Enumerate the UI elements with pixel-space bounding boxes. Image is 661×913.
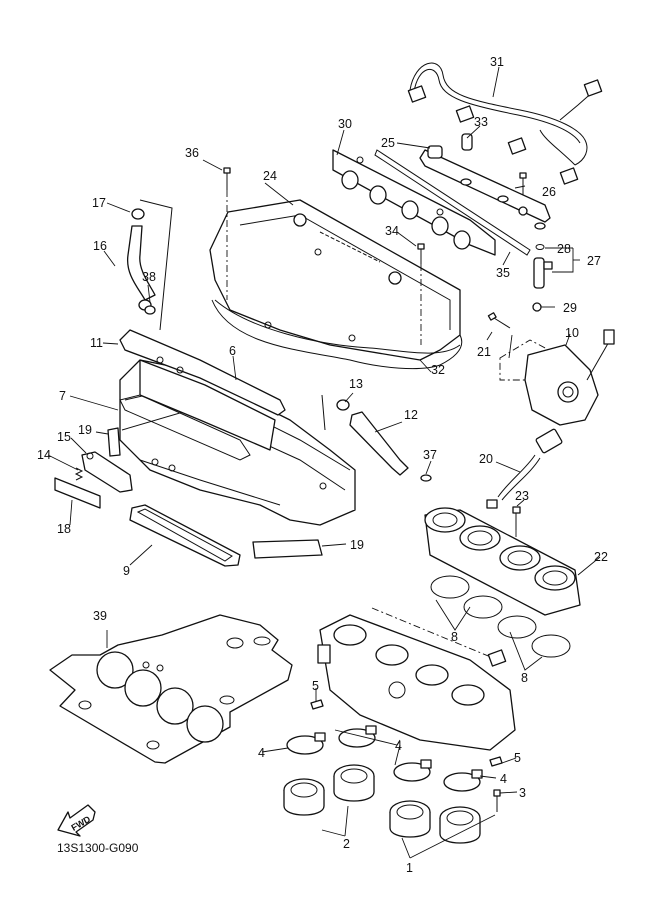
- callout-7: 7: [59, 389, 66, 403]
- callout-4: 4: [395, 739, 402, 753]
- wire-harness: [407, 62, 603, 185]
- callout-6: 6: [229, 344, 236, 358]
- callout-30: 30: [338, 117, 352, 131]
- callout-32: 32: [431, 363, 445, 377]
- callout-31: 31: [490, 55, 504, 69]
- filter-element: [129, 504, 241, 567]
- injector-holder: [332, 149, 496, 256]
- callout-8: 8: [451, 630, 458, 644]
- callout-22: 22: [594, 550, 608, 564]
- joint-bolt-3: [493, 789, 501, 812]
- callout-21: 21: [477, 345, 491, 359]
- callout-3: 3: [519, 786, 526, 800]
- callout-4: 4: [258, 746, 265, 760]
- duct-seal: [107, 427, 121, 457]
- callout-19: 19: [350, 538, 364, 552]
- callout-12: 12: [404, 408, 418, 422]
- callout-18: 18: [57, 522, 71, 536]
- filter-seal: [119, 394, 251, 461]
- callout-9: 9: [123, 564, 130, 578]
- drawing-code: 13S1300-G090: [57, 841, 139, 855]
- callout-1: 1: [406, 861, 413, 875]
- forward-arrow-icon: FWD: [57, 804, 96, 837]
- callout-35: 35: [496, 266, 510, 280]
- throttle-joints: [283, 764, 481, 844]
- callout-5: 5: [514, 751, 521, 765]
- rail-gasket: [374, 149, 531, 256]
- callout-28: 28: [557, 242, 571, 256]
- cover-seal: [211, 299, 463, 370]
- callout-27: 27: [587, 254, 601, 268]
- sensor-lead: [486, 428, 563, 509]
- callout-23: 23: [515, 489, 529, 503]
- rail-bolt: [519, 172, 527, 195]
- callout-4: 4: [500, 772, 507, 786]
- screw: [310, 699, 324, 710]
- foam-strip: [252, 539, 323, 559]
- hose-clamps: [286, 725, 483, 792]
- callout-14: 14: [37, 448, 51, 462]
- callout-38: 38: [142, 270, 156, 284]
- insulator-plate: [49, 614, 293, 764]
- grommet: [461, 133, 473, 151]
- intake-joint: [424, 507, 581, 616]
- callout-37: 37: [423, 448, 437, 462]
- throttle-body: [317, 607, 516, 751]
- callout-20: 20: [479, 452, 493, 466]
- breather-hose: [127, 199, 173, 331]
- callout-25: 25: [381, 136, 395, 150]
- callout-15: 15: [57, 430, 71, 444]
- idle-actuator: [499, 329, 615, 426]
- drain-hose: [321, 394, 432, 482]
- callout-10: 10: [565, 326, 579, 340]
- callout-26: 26: [542, 185, 556, 199]
- actuator-bolt: [487, 312, 511, 329]
- callout-24: 24: [263, 169, 277, 183]
- fuel-injector: [533, 244, 553, 289]
- leader-lines: [47, 66, 601, 859]
- callout-13: 13: [349, 377, 363, 391]
- callout-34: 34: [385, 224, 399, 238]
- callout-36: 36: [185, 146, 199, 160]
- o-rings: [430, 575, 571, 658]
- callout-5: 5: [312, 679, 319, 693]
- air-filter: [119, 329, 286, 451]
- foam-block: [54, 477, 101, 509]
- callouts: 1 2 3 4 4 4 5 5 6 7 8 8 9 10 11 12 13 14…: [37, 55, 608, 875]
- cover-screw: [223, 167, 231, 300]
- nut: [532, 302, 542, 312]
- fuel-rail: [419, 145, 551, 230]
- callout-2: 2: [343, 837, 350, 851]
- callout-17: 17: [92, 196, 106, 210]
- callout-29: 29: [563, 301, 577, 315]
- callout-8: 8: [521, 671, 528, 685]
- callout-19: 19: [78, 423, 92, 437]
- air-box-cover: [209, 199, 461, 361]
- callout-39: 39: [93, 609, 107, 623]
- screw: [489, 756, 503, 767]
- callout-11: 11: [90, 336, 103, 350]
- bracket: [74, 451, 133, 493]
- cover-screw-2: [417, 243, 425, 345]
- callout-16: 16: [93, 239, 107, 253]
- callout-33: 33: [474, 115, 488, 129]
